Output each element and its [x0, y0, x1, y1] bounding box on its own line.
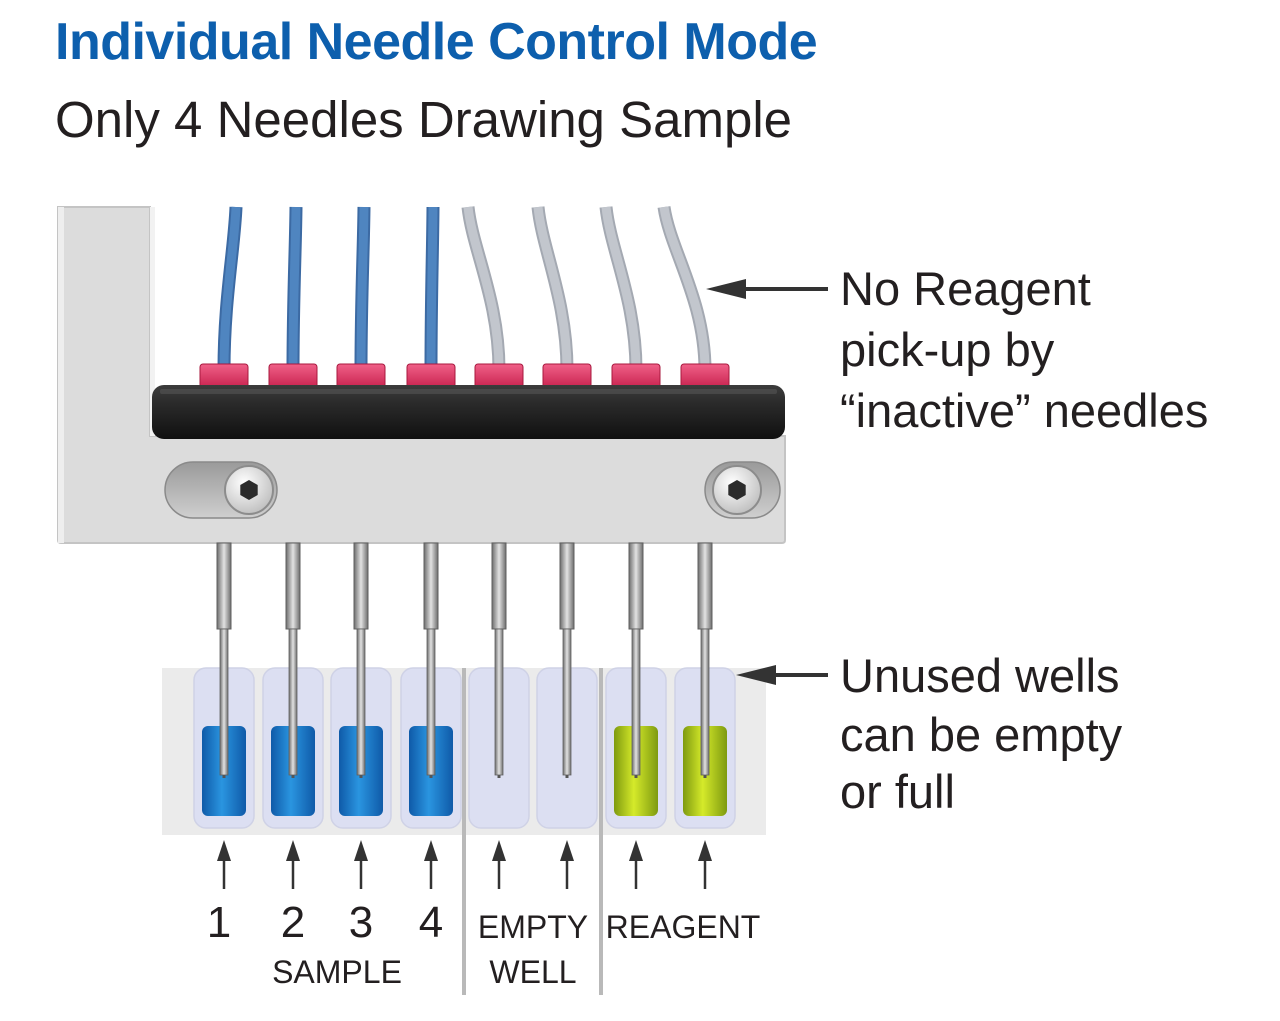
- connector-5: [474, 363, 524, 389]
- callout-reagent-line-2: pick-up by: [840, 323, 1055, 376]
- needle-7: [628, 542, 644, 778]
- tube-3: [356, 206, 369, 371]
- needle-2: [285, 542, 301, 778]
- needle-6: [559, 542, 575, 778]
- tube-4: [426, 206, 438, 371]
- callout-wells-line-3: or full: [840, 765, 955, 818]
- up-arrow-icon-6: [560, 840, 574, 889]
- tube-1: [219, 206, 241, 371]
- tube-8: [659, 206, 710, 371]
- up-arrow-icon-7: [629, 840, 643, 889]
- needle-number-1: 1: [207, 898, 231, 947]
- callout-arrow-wells: [736, 665, 828, 685]
- needle-8: [697, 542, 713, 778]
- connector-3: [336, 363, 386, 389]
- well-arrow-group: [217, 840, 712, 889]
- tube-5: [463, 206, 504, 371]
- up-arrow-icon-2: [286, 840, 300, 889]
- callout-reagent-line-3: “inactive” needles: [840, 384, 1208, 437]
- connector-8: [680, 363, 730, 389]
- right-screw-icon: [712, 465, 762, 515]
- needle-5: [491, 542, 507, 778]
- connector-1: [199, 363, 249, 389]
- up-arrow-icon-1: [217, 840, 231, 889]
- connector-4: [406, 363, 456, 389]
- bracket: [57, 206, 786, 544]
- needle-number-2: 2: [281, 898, 305, 947]
- callout-reagent: No Reagent pick-up by “inactive” needles: [840, 262, 1208, 437]
- up-arrow-icon-3: [354, 840, 368, 889]
- needle-number-3: 3: [349, 898, 373, 947]
- connector-group: [199, 363, 730, 389]
- needle-group: [216, 542, 713, 778]
- callout-wells-line-2: can be empty: [840, 708, 1123, 761]
- group-label-reagent: REAGENT: [606, 909, 761, 945]
- manifold-bar: [152, 385, 785, 439]
- tube-2: [288, 206, 301, 371]
- up-arrow-icon-5: [492, 840, 506, 889]
- callout-wells: Unused wells can be empty or full: [840, 649, 1135, 818]
- needle-4: [423, 542, 439, 778]
- tube-7: [601, 206, 641, 371]
- up-arrow-icon-4: [424, 840, 438, 889]
- needle-3: [353, 542, 369, 778]
- connector-6: [542, 363, 592, 389]
- callout-reagent-line-1: No Reagent: [840, 262, 1091, 315]
- needle-number-4: 4: [419, 898, 443, 947]
- callout-arrow-reagent: [706, 279, 828, 299]
- connector-7: [611, 363, 661, 389]
- callout-wells-line-1: Unused wells: [840, 649, 1120, 702]
- diagram-subtitle: Only 4 Needles Drawing Sample: [55, 91, 793, 148]
- connector-2: [268, 363, 318, 389]
- tubing-group: [217, 205, 712, 371]
- diagram-title: Individual Needle Control Mode: [55, 13, 818, 71]
- group-label-empty-line-2: WELL: [489, 954, 576, 990]
- left-screw-icon: [224, 465, 274, 515]
- tube-6: [533, 206, 572, 371]
- group-label-sample: SAMPLE: [272, 954, 402, 990]
- group-dividers: [462, 668, 603, 995]
- needle-1: [216, 542, 232, 778]
- group-label-empty-line-1: EMPTY: [478, 909, 588, 945]
- up-arrow-icon-8: [698, 840, 712, 889]
